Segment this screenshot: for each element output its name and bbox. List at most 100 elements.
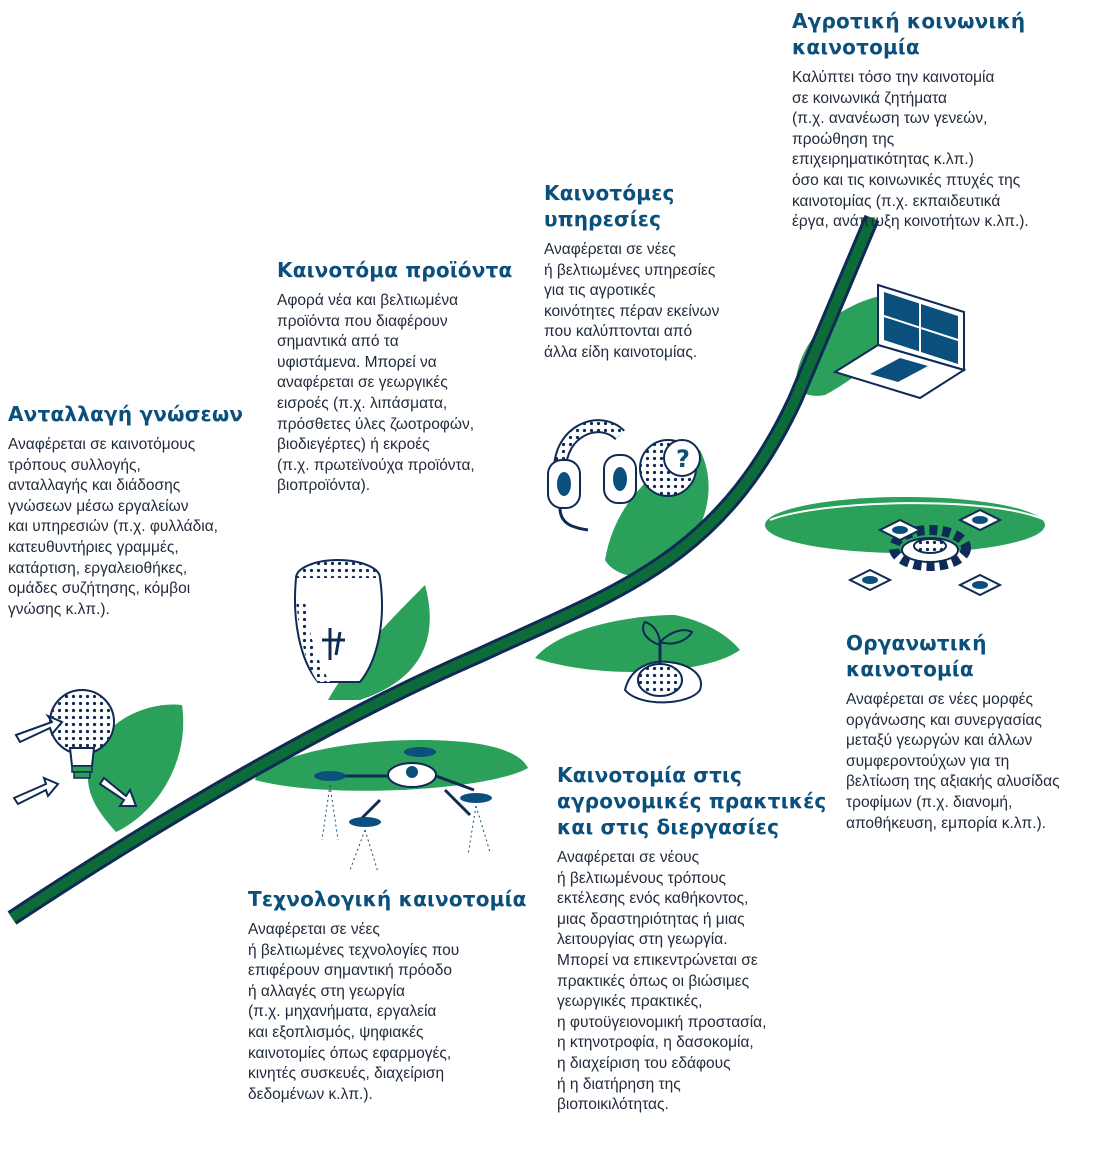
description-line: κοινότητες πέραν εκείνων [544,302,720,320]
leaf-laptop [795,292,901,396]
description-line: γεωργικές πρακτικές, [557,993,703,1011]
seed-bag-icon [293,559,383,683]
description-line: εισροές (π.χ. λιπάσματα, [277,394,448,412]
description-line: πρακτικές όπως οι βιώσιμες [557,972,750,990]
block-organisational-innovation: Οργανωτική καινοτομία Αναφέρεται σε νέες… [846,630,1112,834]
heading-organisational-innovation: Οργανωτική καινοτομία [846,630,1112,682]
description-line: βιοπροϊόντα). [277,477,371,495]
block-innovative-products: Καινοτόμα προϊόντα Αφορά νέα και βελτιωμ… [277,257,547,497]
description-line: δεδομένων κ.λπ.). [248,1085,373,1103]
description-line: προϊόντα που διαφέρουν [277,312,448,330]
heading-line: Καινοτόμες [544,181,675,205]
description-line: η φυτοϋγειονομική προστασία, [557,1013,767,1031]
description-line: λειτουργίας στη γεωργία. [557,931,728,949]
description-line: ή η διατήρηση της [557,1075,681,1093]
description-line: Αναφέρεται σε καινοτόμους [8,436,196,453]
description-line: Αφορά νέα και βελτιωμένα [277,292,459,309]
description-line: Αναφέρεται σε νέες [544,241,676,258]
hand-seedling-icon [623,620,702,704]
description-line: έργα, ανάπτυξη κοινοτήτων κ.λπ.). [792,213,1029,231]
description-line: βελτίωση της αξιακής αλυσίδας [846,773,1060,791]
heading-line: Αγροτική κοινωνική [792,9,1026,33]
leaf-seedling [535,615,740,672]
description-line: (π.χ. πρωτεϊνούχα προϊόντα, [277,456,475,474]
description-line: άλλα είδη καινοτομίας. [544,343,698,361]
description-line: όσο και τις κοινωνικές πτυχές της [792,171,1021,189]
description-line: καινοτομίας (π.χ. εκπαιδευτικά [792,192,1001,210]
heading-line: και στις διεργασίες [557,815,780,839]
description-line: τροφίμων (π.χ. διανομή, [846,793,1013,811]
description-line: και υπηρεσιών (π.χ. φυλλάδια, [8,518,218,536]
heading-rural-social-innovation: Αγροτική κοινωνική καινοτομία [792,8,1110,60]
heading-line: αγρονομικές πρακτικές [557,789,827,813]
heading-technological-innovation: Τεχνολογική καινοτομία [248,886,538,912]
block-knowledge-exchange: Ανταλλαγή γνώσεων Αναφέρεται σε καινοτόμ… [8,401,270,620]
laptop-video-call-icon [832,283,967,400]
description-line: μιας δραστηριότητας ή μιας [557,910,745,928]
heading-line: καινοτομία [792,35,920,59]
description-line: μεταξύ γεωργών και άλλων [846,732,1033,750]
description-line: ή βελτιωμένες υπηρεσίες [544,261,716,279]
description-line: και εξοπλισμός, ψηφιακές [248,1023,424,1041]
description-line: οργάνωσης και συνεργασίας [846,711,1042,729]
heading-knowledge-exchange: Ανταλλαγή γνώσεων [8,401,270,427]
heading-line: υπηρεσίες [544,207,662,231]
description-line: πρόσθετες ύλες ζωοτροφών, [277,415,475,433]
description-line: ή βελτιωμένους τρόπους [557,869,727,887]
heading-line: καινοτομία [846,657,974,681]
description-rural-social-innovation: Καλύπτει τόσο την καινοτομία σε κοινωνικ… [792,68,1110,233]
description-innovative-products: Αφορά νέα και βελτιωμένα προϊόντα που δι… [277,291,547,497]
drone-icon [314,747,492,873]
description-line: ομάδες συζήτησης, κόμβοι [8,580,191,598]
block-agronomic-practices: Καινοτομία στις αγρονομικές πρακτικές κα… [557,762,842,1116]
heading-line: Καινοτόμα προϊόντα [277,258,513,282]
heading-innovative-services: Καινοτόμες υπηρεσίες [544,180,774,232]
description-line: ή αλλαγές στη γεωργία [248,982,405,1000]
heading-line: Οργανωτική [846,631,987,655]
description-line: κατευθυντήριες γραμμές, [8,538,179,556]
description-line: ανταλλαγής και διάδοσης [8,477,181,495]
description-line: κατάρτιση, εργαλειοθήκες, [8,559,188,577]
description-line: βιοδιεγέρτες) ή εκροές [277,436,430,454]
description-line: γνώσεων μέσω εργαλείων [8,497,189,515]
description-line: υφιστάμενα. Μπορεί να [277,353,437,371]
description-knowledge-exchange: Αναφέρεται σε καινοτόμους τρόπους συλλογ… [8,435,270,620]
description-line: επιχειρηματικότητας κ.λπ.) [792,151,974,169]
gear-network-icon [847,508,1003,597]
description-line: κινητές συσκευές, διαχείριση [248,1065,445,1083]
description-line: ή βελτιωμένες τεχνολογίες που [248,941,460,959]
description-line: Αναφέρεται σε νέες [248,921,380,938]
description-line: Μπορεί να επικεντρώνεται σε [557,951,758,969]
description-agronomic-practices: Αναφέρεται σε νέους ή βελτιωμένους τρόπο… [557,848,842,1116]
description-line: αποθήκευση, εμπορία κ.λπ.). [846,814,1046,832]
description-line: βιοποικιλότητας. [557,1096,669,1114]
heading-agronomic-practices: Καινοτομία στις αγρονομικές πρακτικές κα… [557,762,842,840]
block-innovative-services: Καινοτόμες υπηρεσίες Αναφέρεται σε νέες … [544,180,774,364]
description-line: σημαντικά από τα [277,333,399,351]
description-line: Αναφέρεται σε νέους [557,849,700,866]
description-line: εκτέλεσης ενός καθήκοντος, [557,890,749,908]
description-line: αναφέρεται σε γεωργικές [277,374,448,392]
description-line: γνώσης κ.λπ.). [8,600,110,618]
description-line: (π.χ. μηχανήματα, εργαλεία [248,1003,437,1021]
description-line: καινοτομίες όπως εφαρμογές, [248,1044,452,1062]
main-stem [7,214,880,925]
heading-line: Καινοτομία στις [557,763,743,787]
description-line: τρόπους συλλογής, [8,456,141,474]
description-line: συμφεροντούχων για τη [846,752,1010,770]
description-line: Αναφέρεται σε νέες μορφές [846,691,1033,708]
description-organisational-innovation: Αναφέρεται σε νέες μορφές οργάνωσης και … [846,690,1112,834]
description-line: Καλύπτει τόσο την καινοτομία [792,69,995,86]
svg-text:?: ? [676,445,690,473]
heading-innovative-products: Καινοτόμα προϊόντα [277,257,547,283]
description-line: (π.χ. ανανέωση των γενεών, [792,110,988,128]
block-technological-innovation: Τεχνολογική καινοτομία Αναφέρεται σε νέε… [248,886,538,1105]
description-line: προώθηση της [792,130,895,148]
light-bulb-icon [12,689,138,807]
description-line: η διαχείριση του εδάφους [557,1054,731,1072]
heading-line: Ανταλλαγή γνώσεων [8,402,244,426]
description-line: η κτηνοτροφία, η δασοκομία, [557,1034,754,1052]
description-line: σε κοινωνικά ζητήματα [792,89,947,107]
headset-icon: ? [547,419,701,532]
